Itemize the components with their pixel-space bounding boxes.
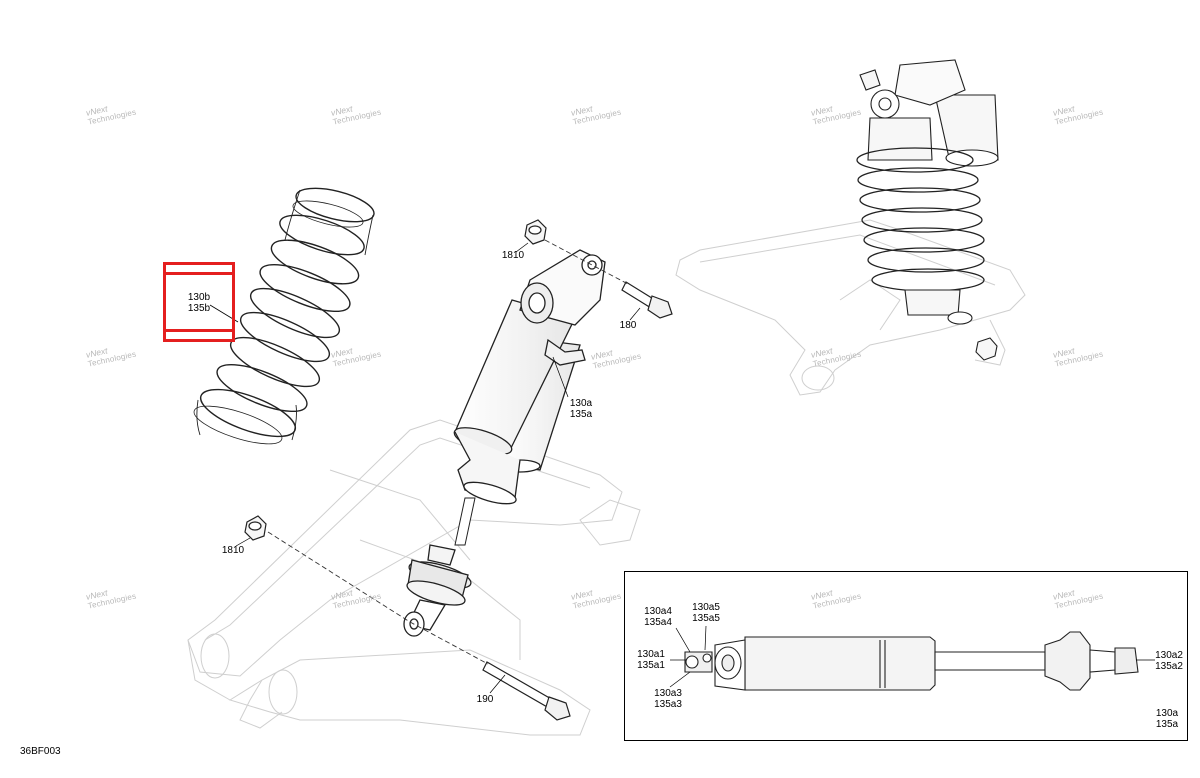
highlight-box [163, 262, 235, 342]
inset-leader-lines [669, 625, 1155, 688]
shock-absorber [403, 249, 606, 637]
callout-bottom-bolt: 190 [476, 694, 494, 705]
right-arm-outline [675, 219, 1026, 396]
coil-spring [193, 187, 375, 445]
callout-top-nut: 1810 [501, 250, 525, 261]
top-bolt [621, 281, 673, 319]
alignment-lines [267, 239, 629, 665]
detail-inset [624, 571, 1188, 741]
inset-shock-drawing [684, 631, 1139, 691]
top-nut [524, 219, 547, 245]
leader-lines [235, 242, 641, 694]
bottom-nut [244, 515, 267, 541]
bottom-bolt [482, 661, 571, 721]
callout-top-bolt: 180 [619, 320, 637, 331]
callout-bottom-nut: 1810 [221, 545, 245, 556]
lower-arm-outline [187, 419, 641, 736]
figure-id: 36BF003 [20, 746, 61, 757]
assembled-shock [856, 59, 999, 361]
